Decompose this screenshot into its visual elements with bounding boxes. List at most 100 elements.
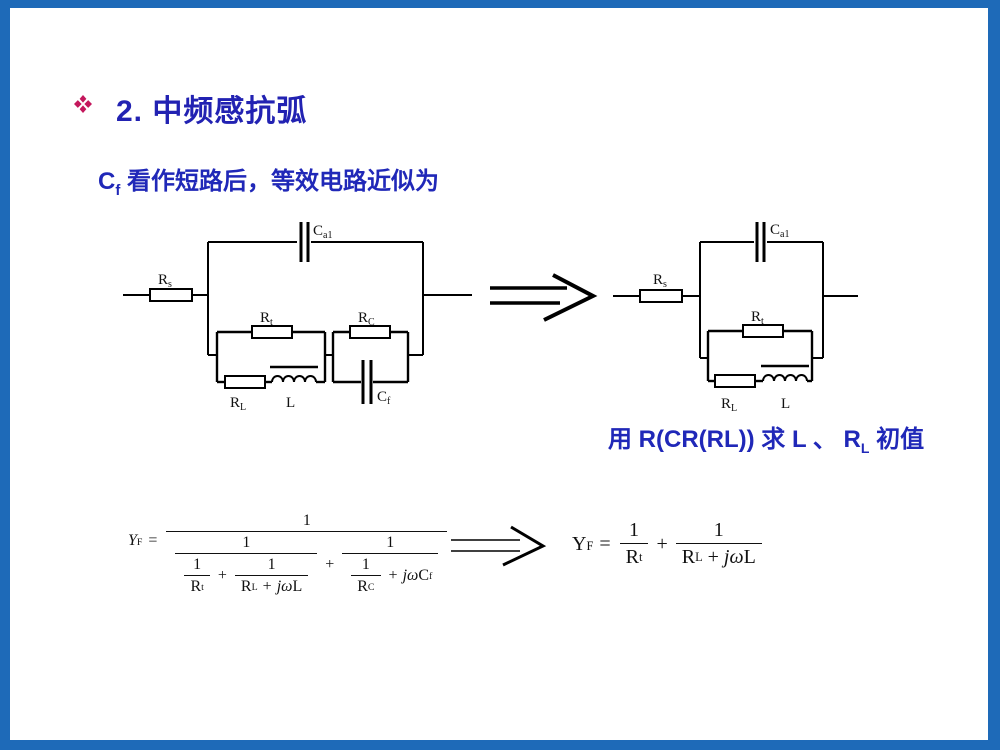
- parallel-block-rc-cf: [331, 325, 410, 404]
- label-rs: Rs: [158, 272, 172, 290]
- math-sub: f: [428, 570, 433, 582]
- capacitor-ca1: [755, 222, 766, 262]
- label-main: R: [158, 272, 168, 288]
- label-main: C: [377, 389, 387, 405]
- label-main: R: [260, 310, 270, 326]
- label-sub: s: [663, 279, 667, 290]
- math-number: 1: [713, 519, 724, 541]
- label-rc: RC: [358, 310, 375, 328]
- label-main: L: [286, 395, 295, 411]
- math-number: 1: [361, 556, 370, 573]
- resistor-rs: [149, 288, 193, 302]
- label-rl: RL: [721, 396, 737, 414]
- label-ca1: Ca1: [770, 222, 789, 240]
- math-sub: L: [695, 550, 703, 564]
- inductor-l: [762, 374, 808, 382]
- label-l: L: [286, 395, 295, 411]
- math-number: 1: [386, 534, 395, 551]
- wires: [613, 241, 858, 359]
- label-sub: L: [731, 403, 737, 414]
- math-op: =: [599, 532, 611, 555]
- page-title: 2. 中频感抗弧: [116, 95, 308, 128]
- slide-content: [10, 8, 988, 740]
- math-op: +: [707, 546, 719, 568]
- math-sub: t: [638, 550, 643, 564]
- math-var: R: [625, 546, 639, 568]
- label-main: L: [781, 396, 790, 412]
- label-rt: Rt: [260, 310, 273, 328]
- label-sub: t: [761, 316, 764, 327]
- label-sub: t: [270, 317, 273, 328]
- math-var: L: [292, 578, 303, 595]
- math-number: 1: [302, 512, 311, 529]
- note-part1: 用 R(CR(RL)) 求 L 、 R: [608, 426, 861, 453]
- label-sub: s: [168, 279, 172, 290]
- resistor-rl: [714, 374, 756, 388]
- math-op: +: [656, 532, 668, 555]
- label-main: C: [313, 223, 323, 239]
- math-var: R: [357, 578, 368, 595]
- circuit-diagram-full: Rs Ca1 Rt RC RL L Cf: [123, 222, 472, 413]
- math-var: L: [743, 546, 756, 568]
- math-op: =: [148, 532, 158, 549]
- math-var: C: [418, 567, 429, 584]
- label-main: C: [770, 222, 780, 238]
- math-var: Y: [128, 532, 137, 549]
- math-op: +: [262, 578, 272, 595]
- math-op: +: [388, 567, 398, 584]
- subtitle: Cf 看作短路后，等效电路近似为: [98, 161, 439, 199]
- implies-arrow-icon: [451, 525, 547, 567]
- math-number: 1: [267, 556, 276, 573]
- label-main: R: [358, 310, 368, 326]
- inductor-l: [271, 375, 317, 383]
- implies-arrow-icon: [490, 273, 598, 322]
- math-number: 1: [193, 556, 202, 573]
- capacitor-ca1: [299, 222, 310, 262]
- note-text: 用 R(CR(RL)) 求 L 、 RL 初值: [608, 419, 924, 456]
- label-sub: a1: [780, 229, 789, 240]
- resistor-rs: [639, 289, 683, 303]
- math-var: jω: [402, 567, 419, 584]
- label-ca1: Ca1: [313, 223, 332, 241]
- math-sub: L: [251, 581, 258, 593]
- math-var: R: [240, 578, 252, 595]
- title-row: 2. 中频感抗弧: [74, 86, 307, 130]
- circuit-diagram-simplified: Rs Ca1 Rt RL L: [613, 222, 858, 414]
- wires: [123, 241, 472, 356]
- math-var: jω: [723, 546, 744, 568]
- label-rl: RL: [230, 395, 246, 413]
- math-var: jω: [276, 578, 293, 595]
- parallel-block-rt-rl-l: [215, 325, 327, 389]
- label-sub: C: [368, 317, 375, 328]
- label-main: R: [230, 395, 240, 411]
- subtitle-symbol-sub: f: [115, 181, 121, 199]
- math-var: R: [681, 546, 696, 568]
- subtitle-text: 看作短路后，等效电路近似为: [120, 168, 440, 195]
- math-number: 1: [242, 534, 251, 551]
- label-main: R: [721, 396, 731, 412]
- math-var: R: [190, 578, 202, 595]
- label-cf: Cf: [377, 389, 391, 407]
- math-sub: C: [367, 581, 375, 593]
- label-main: R: [751, 309, 761, 325]
- label-sub: L: [240, 402, 246, 413]
- label-rt: Rt: [751, 309, 764, 327]
- label-sub: a1: [323, 230, 332, 241]
